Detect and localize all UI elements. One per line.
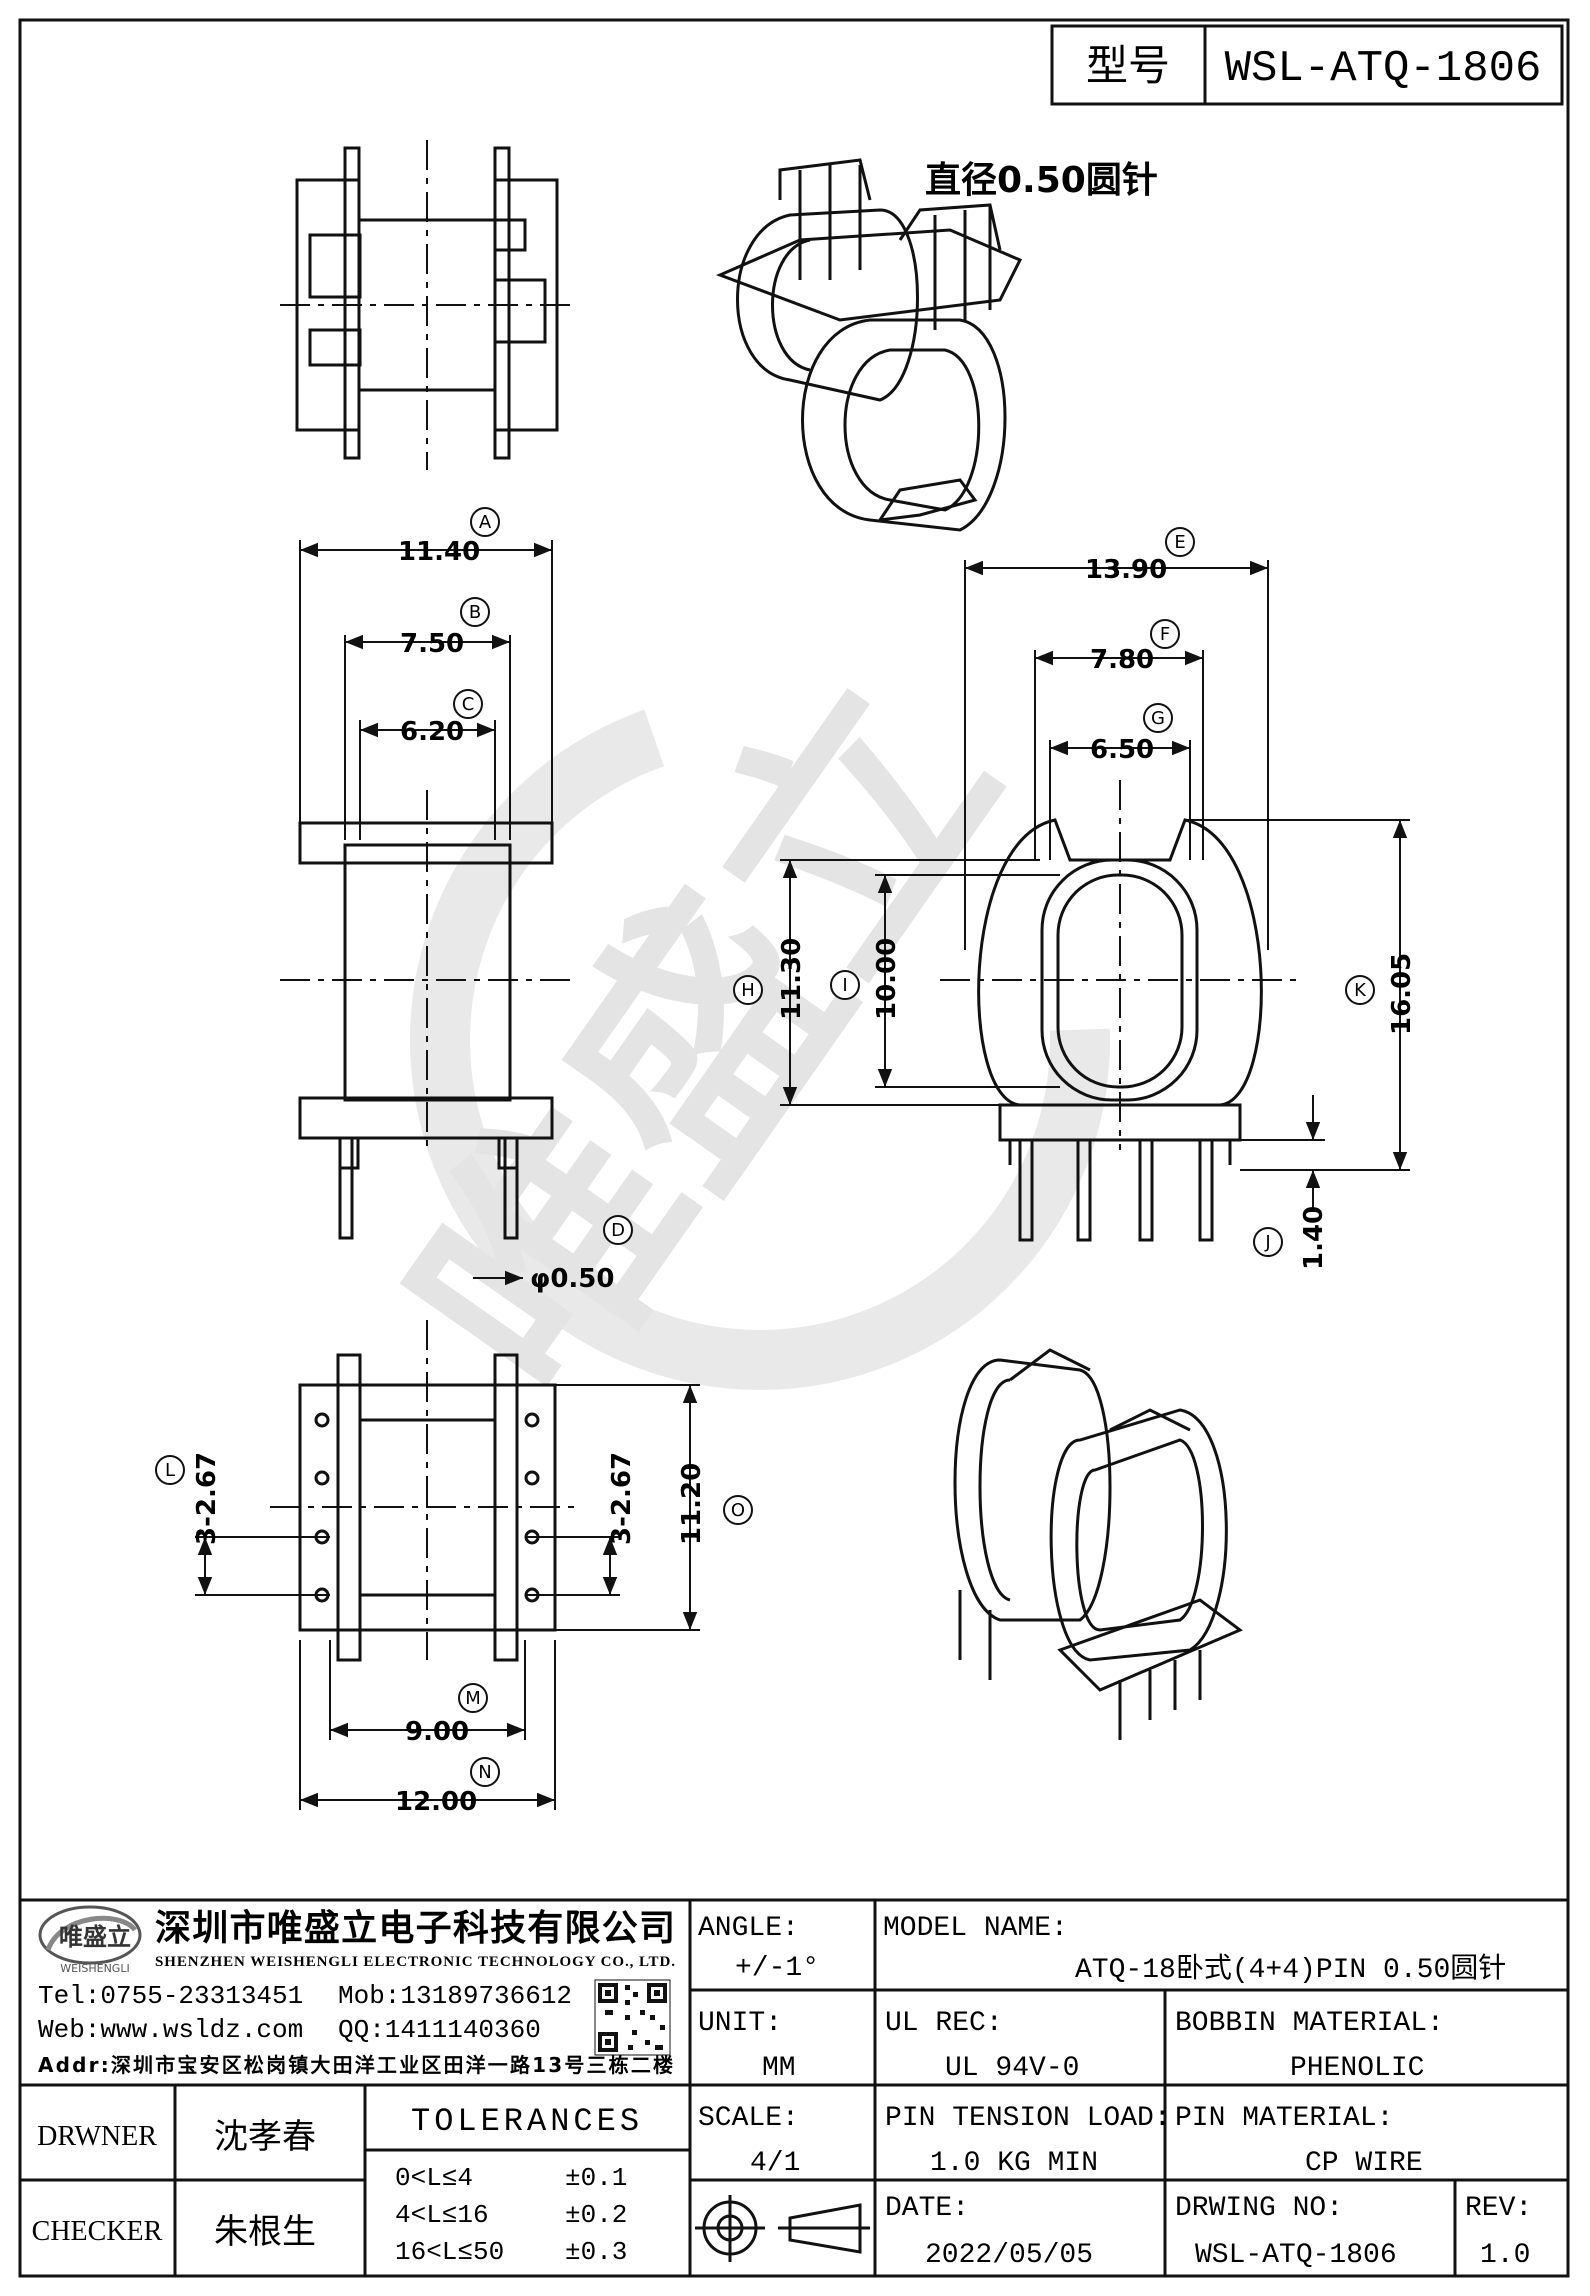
personnel-block: DRWNER 沈孝春 CHECKER 朱根生 bbox=[32, 2117, 316, 2252]
pin-tension-label: PIN TENSION LOAD: bbox=[885, 2103, 1171, 2134]
checker-label: CHECKER bbox=[32, 2216, 163, 2247]
side-view bbox=[940, 780, 1300, 1242]
tolerance-value-1: ±0.1 bbox=[565, 2163, 627, 2193]
tolerance-value-3: ±0.3 bbox=[565, 2237, 627, 2267]
dim-letter-k: K bbox=[1354, 980, 1367, 1001]
dim-value-b: 7.50 bbox=[400, 629, 464, 659]
drawer-value: 沈孝春 bbox=[214, 2117, 316, 2157]
tolerance-range-2: 4<L≤16 bbox=[395, 2200, 489, 2230]
dim-letter-i: I bbox=[842, 975, 847, 996]
header-model-code: WSL-ATQ-1806 bbox=[1225, 44, 1542, 94]
dim-value-h: 11.30 bbox=[777, 938, 807, 1020]
company-mob: Mob:13189736612 bbox=[338, 1981, 572, 2011]
logo-subtext: WEISHENGLI bbox=[60, 1962, 129, 1975]
scale-label: SCALE: bbox=[698, 2103, 799, 2134]
dim-value-o: 11.20 bbox=[677, 1463, 707, 1545]
dimension-values: 11.40 7.50 6.20 φ0.50 13.90 7.80 6.50 11… bbox=[192, 537, 1417, 1817]
rev-label: REV: bbox=[1465, 2193, 1532, 2224]
dim-value-n: 12.00 bbox=[395, 1787, 477, 1817]
dim-letter-n: N bbox=[478, 1762, 491, 1783]
dim-letter-a: A bbox=[479, 512, 492, 533]
pin-material-value: CP WIRE bbox=[1305, 2148, 1423, 2179]
bobbin-label: BOBBIN MATERIAL: bbox=[1175, 2008, 1444, 2039]
company-web: Web:www.wsldz.com bbox=[38, 2015, 303, 2045]
dim-letter-g: G bbox=[1151, 708, 1165, 729]
dim-value-j: 1.40 bbox=[1299, 1206, 1329, 1270]
sheet-border bbox=[18, 18, 1570, 2278]
logo-text: 唯盛立 bbox=[59, 1923, 131, 1951]
dim-value-m: 9.00 bbox=[405, 1717, 469, 1747]
company-tel: Tel:0755-23313451 bbox=[38, 1981, 303, 2011]
dim-value-l: 3-2.67 bbox=[192, 1452, 222, 1545]
dim-value-k: 16.05 bbox=[1387, 953, 1417, 1035]
dim-letter-b: B bbox=[469, 602, 481, 623]
watermark-logo: 唯盛立 bbox=[357, 633, 1110, 1445]
iso-view-bottom bbox=[953, 1348, 1243, 1740]
unit-value: MM bbox=[762, 2053, 796, 2084]
dim-letter-l: L bbox=[165, 1460, 175, 1481]
tolerance-range-3: 16<L≤50 bbox=[395, 2237, 504, 2267]
date-value: 2022/05/05 bbox=[925, 2240, 1093, 2271]
dim-letter-e: E bbox=[1174, 532, 1185, 553]
angle-label: ANGLE: bbox=[698, 1913, 799, 1944]
iso-view-top bbox=[716, 158, 1023, 532]
dim-letter-h: H bbox=[741, 980, 755, 1001]
dim-letter-o: O bbox=[731, 1500, 745, 1521]
projection-symbol-icon bbox=[695, 2195, 870, 2262]
dim-letter-j: J bbox=[1264, 1232, 1270, 1253]
model-name-value: ATQ-18卧式(4+4)PIN 0.50圆针 bbox=[1075, 1952, 1506, 1986]
pin-annotation: 直径0.50圆针 bbox=[925, 160, 1158, 201]
bobbin-value: PHENOLIC bbox=[1290, 2053, 1424, 2084]
company-name-cn: 深圳市唯盛立电子科技有限公司 bbox=[155, 1908, 675, 1949]
tolerances-label: TOLERANCES bbox=[411, 2103, 643, 2140]
company-address: Addr:深圳市宝安区松岗镇大田洋工业区田洋一路13号三栋二楼 bbox=[38, 2053, 673, 2077]
company-logo: 唯盛立 WEISHENGLI bbox=[38, 1905, 142, 1975]
dim-value-i: 10.00 bbox=[872, 938, 902, 1020]
tolerance-value-2: ±0.2 bbox=[565, 2200, 627, 2230]
model-name-label: MODEL NAME: bbox=[883, 1913, 1068, 1944]
dim-value-d: φ0.50 bbox=[530, 1264, 615, 1294]
scale-value: 4/1 bbox=[750, 2148, 800, 2179]
front-view bbox=[280, 790, 575, 1240]
date-label: DATE: bbox=[885, 2193, 969, 2224]
title-block bbox=[20, 1898, 1568, 2276]
pin-tension-value: 1.0 KG MIN bbox=[930, 2148, 1098, 2179]
dimension-letters: A B C D E F G H I J K L O M N bbox=[165, 512, 1367, 1783]
dim-value-l2: 3-2.67 bbox=[607, 1452, 637, 1545]
dim-value-a: 11.40 bbox=[398, 537, 480, 567]
tolerances-block: TOLERANCES 0<L≤4 ±0.1 4<L≤16 ±0.2 16<L≤5… bbox=[395, 2103, 643, 2267]
dimension-lines bbox=[195, 540, 1410, 1810]
drwing-no-label: DRWING NO: bbox=[1175, 2193, 1343, 2224]
dim-value-c: 6.20 bbox=[400, 717, 464, 747]
drawer-label: DRWNER bbox=[37, 2121, 157, 2152]
dimension-circles bbox=[155, 507, 1375, 1787]
checker-value: 朱根生 bbox=[214, 2212, 316, 2252]
dim-value-g: 6.50 bbox=[1090, 735, 1154, 765]
unit-label: UNIT: bbox=[698, 2008, 782, 2039]
ul-value: UL 94V-0 bbox=[945, 2053, 1079, 2084]
rev-value: 1.0 bbox=[1480, 2240, 1530, 2271]
pin-material-label: PIN MATERIAL: bbox=[1175, 2103, 1393, 2134]
dim-letter-m: M bbox=[465, 1688, 481, 1709]
dim-letter-c: C bbox=[462, 694, 475, 715]
dim-value-f: 7.80 bbox=[1090, 645, 1154, 675]
title-block-text: ANGLE: +/-1° MODEL NAME: ATQ-18卧式(4+4)PI… bbox=[698, 1913, 1532, 2271]
header-type-label: 型号 bbox=[1086, 41, 1170, 90]
company-qq: QQ:1411140360 bbox=[338, 2015, 541, 2045]
drwing-no-value: WSL-ATQ-1806 bbox=[1195, 2240, 1397, 2271]
header-model-box: 型号 WSL-ATQ-1806 bbox=[1050, 24, 1564, 106]
dim-value-e: 13.90 bbox=[1085, 555, 1167, 585]
dim-letter-f: F bbox=[1160, 624, 1170, 645]
top-view bbox=[280, 140, 575, 470]
ul-label: UL REC: bbox=[885, 2008, 1003, 2039]
tolerance-range-1: 0<L≤4 bbox=[395, 2163, 473, 2193]
company-name-en: SHENZHEN WEISHENGLI ELECTRONIC TECHNOLOG… bbox=[155, 1954, 675, 1970]
dim-letter-d: D bbox=[611, 1220, 625, 1241]
angle-value: +/-1° bbox=[735, 1953, 819, 1984]
qr-code bbox=[594, 1979, 671, 2056]
